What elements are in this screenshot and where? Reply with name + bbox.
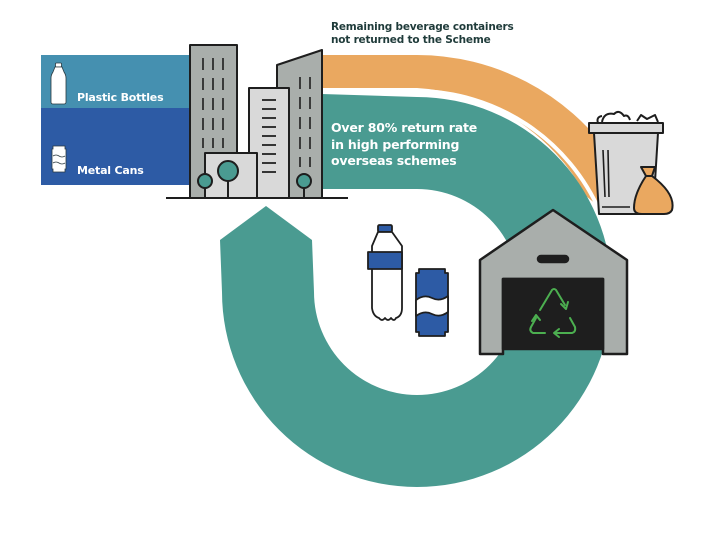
plastic-bottle-icon: [50, 62, 67, 105]
bottle-icon: [367, 224, 403, 321]
return-rate-caption-line: Over 80% return rate: [331, 120, 478, 135]
not-returned-flow-band: [322, 55, 611, 210]
plastic-bottles-label: Plastic Bottles: [77, 91, 164, 104]
plastic-bottles-band: [41, 55, 201, 108]
return-rate-caption-line: in high performing: [331, 136, 460, 152]
return-flow-band: [220, 94, 612, 487]
band-separator: [322, 89, 602, 213]
not-returned-caption-line: not returned to the Scheme: [331, 34, 491, 46]
garbage-bag-icon: [633, 166, 674, 215]
recycle-symbol-icon: [529, 288, 577, 338]
not-returned-caption-line: Remaining beverage containers: [331, 21, 514, 33]
return-rate-caption-line: overseas schemes: [331, 153, 457, 168]
can-icon: [415, 268, 449, 337]
return-rate-caption: Over 80% return rate in high performing …: [331, 120, 477, 170]
metal-can-icon: [51, 145, 67, 173]
recycling-depot-icon: [478, 208, 629, 356]
not-returned-caption: Remaining beverage containers not return…: [331, 21, 514, 47]
metal-cans-band: [41, 108, 201, 185]
city-buildings-icon: [166, 44, 348, 199]
metal-cans-label: Metal Cans: [77, 164, 144, 177]
